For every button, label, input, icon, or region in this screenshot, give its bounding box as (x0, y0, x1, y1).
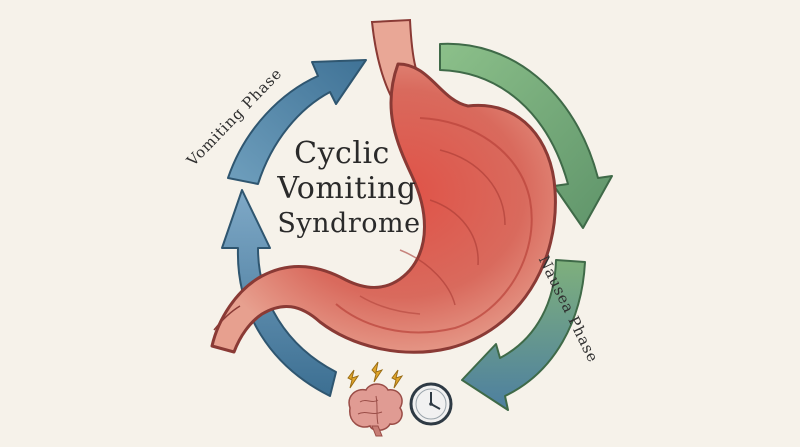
cycle-arrow-bottom-right (461, 259, 586, 411)
cycle-arrow-top-left (227, 59, 367, 185)
title-line-1: Cyclic (294, 136, 390, 171)
lightning-icon (347, 361, 404, 389)
cycle-arrow-top-right (439, 42, 613, 229)
diagram-title: Cyclic Vomiting Syndrome (262, 136, 432, 241)
cycle-arrow-left (221, 189, 337, 397)
stomach-illustration (210, 62, 557, 354)
brain-icon (348, 383, 403, 437)
title-line-2: Vomiting (277, 171, 417, 206)
clock-icon (409, 382, 453, 426)
title-line-3: Syndrome (277, 208, 421, 239)
